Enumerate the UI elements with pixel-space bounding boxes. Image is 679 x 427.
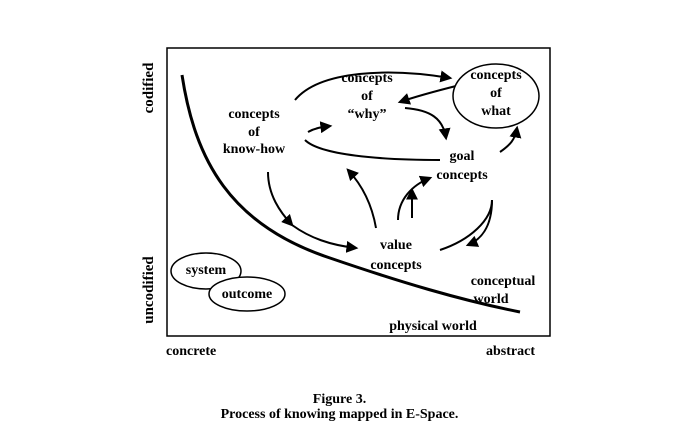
arrow-why-to-what-top: [294, 70, 453, 101]
arrow-knowhow-to-goal: [304, 139, 441, 161]
arrow-knowhow-down-to-value: [291, 224, 359, 253]
know-how-line1: concepts: [228, 107, 280, 122]
what-line2: of: [490, 86, 502, 101]
why-line3: “why”: [348, 107, 387, 122]
x-axis-left-label: concrete: [166, 344, 216, 359]
node-goal: goal concepts: [436, 149, 488, 183]
what-ellipse: [452, 63, 540, 129]
arrow-knowhow-to-why: [307, 121, 333, 134]
arrow-goal-to-what: [499, 125, 522, 153]
node-value: value concepts: [370, 238, 422, 273]
node-what: concepts of what: [470, 68, 522, 119]
x-axis-right-label: abstract: [486, 344, 535, 359]
value-line1: value: [380, 238, 412, 253]
know-how-line3: know-how: [223, 142, 286, 157]
system-label: system: [186, 263, 227, 278]
why-line1: concepts: [341, 71, 393, 86]
node-know-how: concepts of know-how: [223, 107, 286, 157]
arrow-what-to-why: [397, 84, 461, 105]
physical-world-label: physical world: [389, 319, 477, 334]
what-line3: what: [481, 104, 511, 119]
arrow-knowhow-to-value: [267, 171, 294, 227]
y-axis-bottom-label: uncodified: [141, 256, 157, 324]
goal-line1: goal: [450, 149, 475, 164]
arrow-right-to-value: [465, 199, 493, 247]
world-boundary-curve: [180, 74, 521, 314]
arrow-why-to-goal: [404, 107, 451, 141]
conceptual-world-line1: conceptual: [471, 274, 536, 289]
arrow-value-to-goal-right: [439, 199, 493, 251]
what-line1: concepts: [470, 68, 522, 83]
arrow-value-to-knowhow-up: [346, 168, 377, 229]
outcome-label: outcome: [222, 287, 273, 302]
why-line2: of: [361, 89, 373, 104]
know-how-line2: of: [248, 125, 260, 140]
figure-caption: Process of knowing mapped in E-Space.: [220, 407, 459, 422]
goal-line2: concepts: [436, 168, 488, 183]
node-why: concepts of “why”: [341, 71, 393, 122]
value-line2: concepts: [370, 258, 422, 273]
diagram-frame: [166, 47, 551, 337]
arrow-value-to-goal: [397, 175, 433, 221]
conceptual-world-line2: world: [474, 292, 509, 307]
figure-number: Figure 3.: [312, 392, 367, 407]
y-axis-top-label: codified: [141, 62, 157, 113]
outcome-ellipse: [208, 276, 286, 312]
